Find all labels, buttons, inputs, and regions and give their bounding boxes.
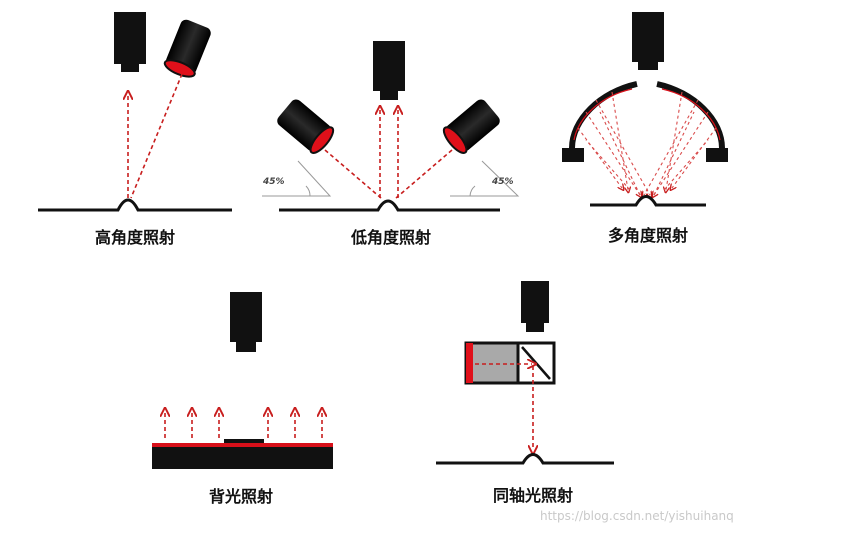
led-block-left <box>562 148 584 162</box>
incident-ray <box>395 149 453 199</box>
caption-high-angle: 高角度照射 <box>95 228 175 247</box>
angle-label-right: 45% <box>491 177 514 187</box>
panel-backlight: 背光照射 <box>152 292 333 506</box>
dome-light-left <box>569 81 638 149</box>
panel-coaxial: 同轴光照射 <box>436 281 614 505</box>
surface-with-bump <box>279 199 500 212</box>
light-source-icon <box>442 99 500 154</box>
backlight-strip <box>152 443 333 447</box>
camera-icon <box>632 12 664 70</box>
led-block-right <box>706 148 728 162</box>
angle-label-left: 45% <box>262 177 285 187</box>
panel-low-angle: 45% 45% 低角度照射 <box>262 41 520 247</box>
camera-icon <box>373 41 405 100</box>
dome-light-right <box>656 81 725 149</box>
light-source-icon <box>277 99 335 154</box>
caption-low-angle: 低角度照射 <box>350 228 431 247</box>
caption-coaxial: 同轴光照射 <box>493 486 573 505</box>
incident-ray <box>324 149 382 199</box>
backlight-panel <box>152 447 333 469</box>
angle-marker-right: 45% <box>450 160 520 197</box>
panel-multi-angle: 多角度照射 <box>562 12 728 245</box>
object-on-backlight <box>224 439 264 444</box>
light-source-icon <box>163 19 211 78</box>
coaxial-light-housing <box>464 341 556 385</box>
surface-with-bump <box>436 453 614 465</box>
camera-icon <box>230 292 262 352</box>
angle-marker-left: 45% <box>262 160 332 197</box>
surface-with-bump <box>590 195 706 207</box>
caption-backlight: 背光照射 <box>209 487 273 506</box>
incident-ray <box>130 73 183 199</box>
watermark: https://blog.csdn.net/yishuihanq <box>540 509 734 523</box>
backlight-rays <box>165 412 322 438</box>
surface-with-bump <box>38 198 232 212</box>
caption-multi-angle: 多角度照射 <box>608 226 688 245</box>
panel-high-angle: 高角度照射 <box>38 12 232 247</box>
camera-icon <box>114 12 146 72</box>
multi-angle-rays <box>577 91 717 195</box>
camera-icon <box>521 281 549 332</box>
